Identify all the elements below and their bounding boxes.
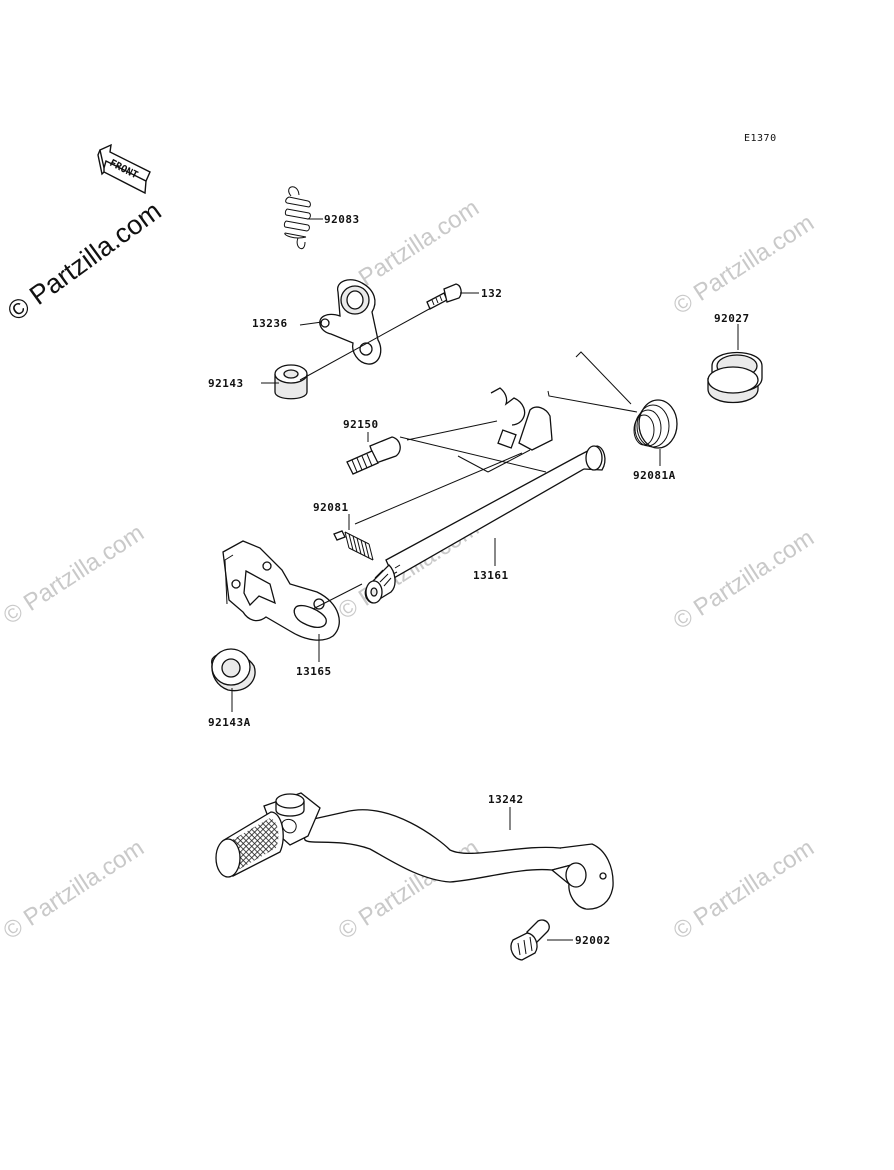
part-label[interactable]: 13161 <box>473 569 509 582</box>
part-label[interactable]: 92150 <box>343 418 379 431</box>
part-collar-92143[interactable] <box>274 364 308 400</box>
diagram-code: E1370 <box>744 133 777 144</box>
leader-lines <box>231 218 739 941</box>
watermark-text: © Partzilla.com <box>669 524 819 635</box>
part-bolt-132[interactable] <box>426 283 462 310</box>
part-label[interactable]: 13165 <box>296 665 332 678</box>
part-bolt-92002[interactable] <box>510 919 550 961</box>
part-label[interactable]: 92143A <box>208 716 251 729</box>
part-spring-92081[interactable] <box>333 530 374 561</box>
part-seal-92027[interactable] <box>707 351 763 404</box>
part-label[interactable]: 92081A <box>633 469 676 482</box>
brand-watermark: © Partzilla.com <box>2 196 167 327</box>
part-spring-92083[interactable] <box>283 186 311 250</box>
part-label[interactable]: 132 <box>481 287 502 300</box>
part-shaft-13161[interactable] <box>364 387 606 604</box>
part-pin-92150[interactable] <box>346 436 401 475</box>
watermark-text: © Partzilla.com <box>0 834 149 945</box>
part-label[interactable]: 92083 <box>324 213 360 226</box>
front-arrow-icon: FRONT <box>97 143 151 195</box>
part-plate-13165[interactable] <box>222 540 340 641</box>
watermark-text: © Partzilla.com <box>669 834 819 945</box>
part-label[interactable]: 92002 <box>575 934 611 947</box>
part-label[interactable]: 13236 <box>252 317 288 330</box>
part-label[interactable]: 92143 <box>208 377 244 390</box>
watermark-text: © Partzilla.com <box>669 209 819 320</box>
part-pedal-13242[interactable] <box>215 792 614 910</box>
part-bracket-13236[interactable] <box>319 279 382 365</box>
part-washer-92143a[interactable] <box>211 648 256 692</box>
part-label[interactable]: 92081 <box>313 501 349 514</box>
part-spring-92081a[interactable] <box>547 351 678 449</box>
watermark-text: © Partzilla.com <box>0 519 149 630</box>
part-label[interactable]: 92027 <box>714 312 750 325</box>
part-label[interactable]: 13242 <box>488 793 524 806</box>
part-labels: 92083 132 13236 92143 92027 92150 92081A… <box>208 213 750 947</box>
